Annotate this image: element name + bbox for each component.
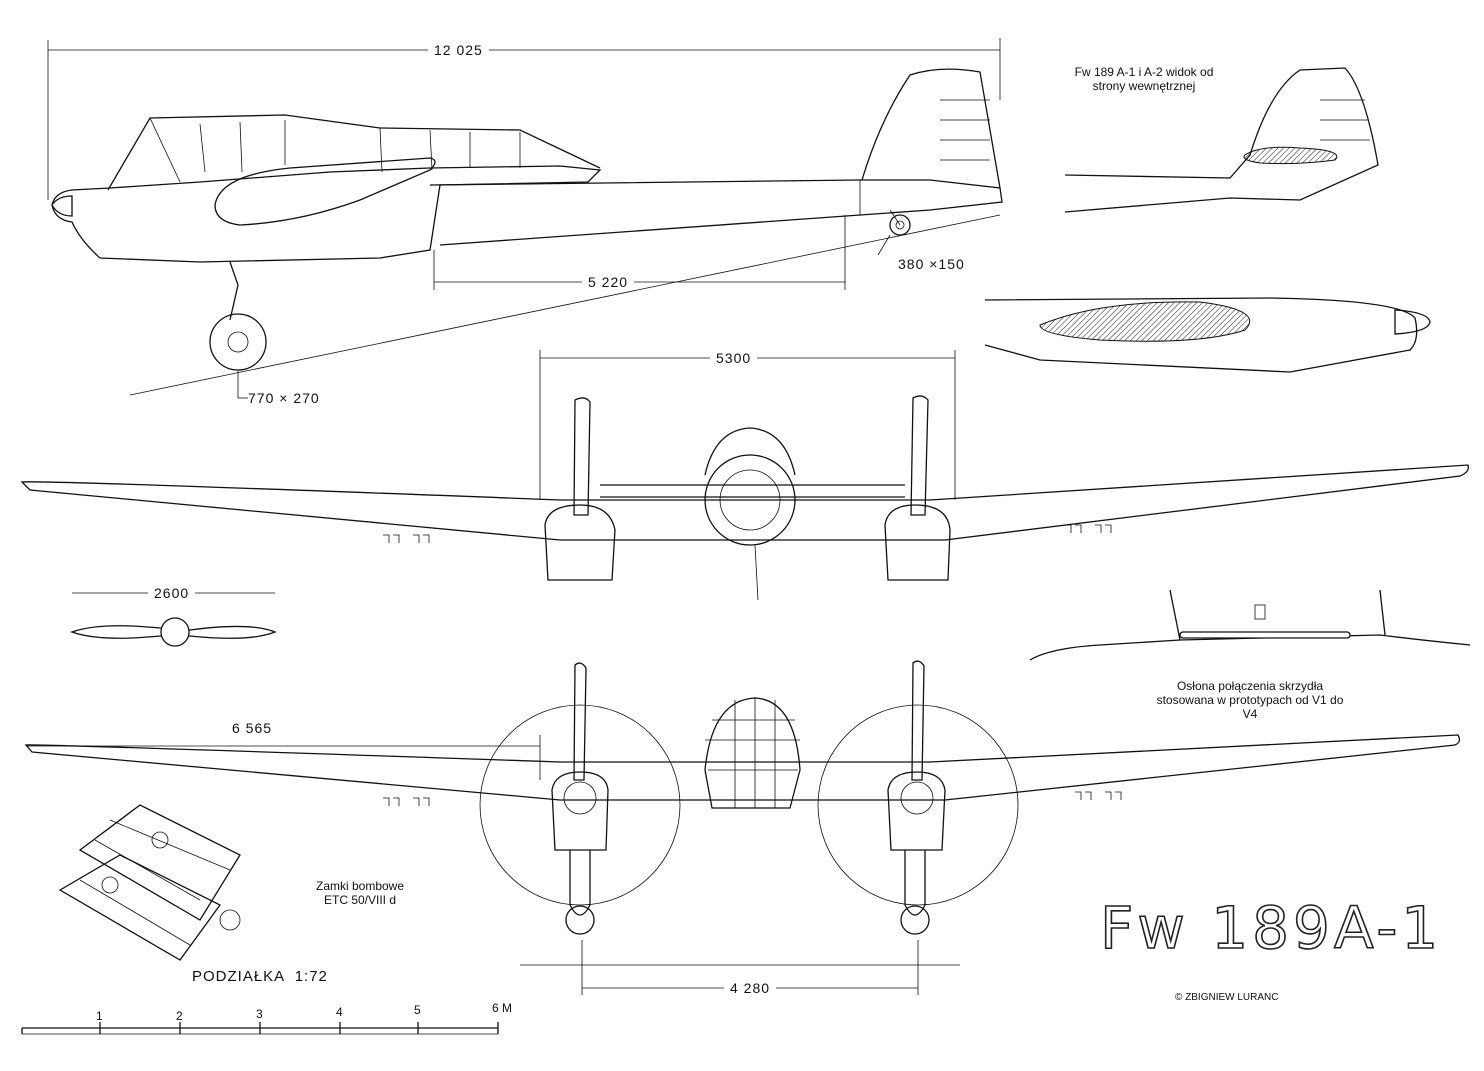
drawing-title: Fw 189A-1 <box>1099 894 1443 962</box>
wing-fairing-view <box>1029 589 1471 661</box>
wing-fairing-note: Osłona połączenia skrzydła stosowana w p… <box>1156 679 1344 721</box>
scale-tick: 4 <box>336 1005 343 1019</box>
bomb-rack-sketch <box>58 804 241 961</box>
scale-tick: 5 <box>414 1003 421 1017</box>
length-dimension: 12 025 <box>428 42 489 59</box>
scale-label: PODZIAŁKA 1:72 <box>192 968 328 985</box>
half-span-dimension: 6 565 <box>232 720 273 737</box>
nacelle-view <box>984 297 1431 373</box>
track-dimension: 4 280 <box>724 980 777 997</box>
propeller-diameter: 2600 <box>148 585 196 602</box>
tail-wheel-size: 380 ×150 <box>898 256 965 273</box>
scale-tick: 1 <box>96 1009 103 1023</box>
tail-length-dimension: 5 220 <box>582 274 635 291</box>
side-view <box>47 38 1003 399</box>
copyright: © ZBIGNIEW LURANC <box>1175 992 1279 1003</box>
scale-tick: 6 M <box>492 1001 513 1015</box>
scale-tick: 3 <box>256 1007 263 1021</box>
inner-view-note: Fw 189 A-1 i A-2 widok od strony wewnętr… <box>1074 65 1214 93</box>
bomb-racks-note: Zamki bombowe ETC 50/VIII d <box>315 879 405 907</box>
scale-tick: 2 <box>176 1009 183 1023</box>
front-view <box>24 660 1461 995</box>
main-wheel-size: 770 × 270 <box>248 390 320 407</box>
rear-view <box>20 350 1469 601</box>
scale-bar <box>21 1022 499 1035</box>
inner-tail-view <box>1064 67 1379 213</box>
boom-spacing-dimension: 5300 <box>710 350 758 367</box>
